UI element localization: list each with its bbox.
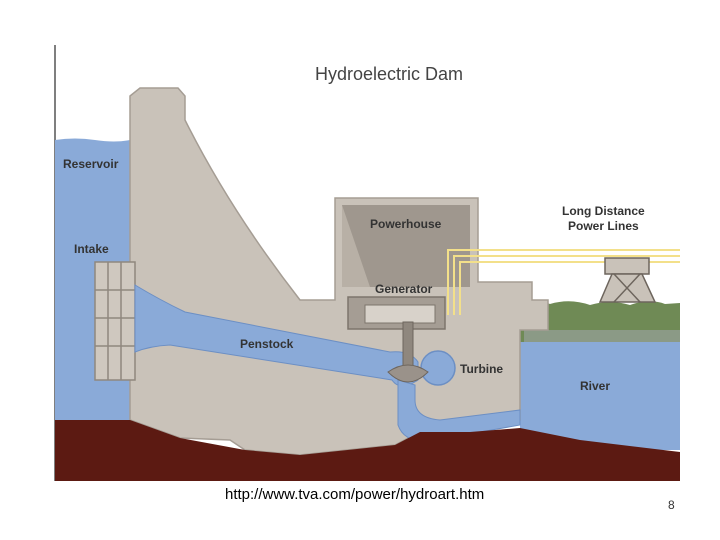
label-river: River bbox=[580, 379, 610, 393]
turbine-chamber bbox=[421, 351, 455, 385]
label-power-lines-line1: Long Distance bbox=[562, 204, 645, 218]
label-generator: Generator bbox=[375, 282, 433, 296]
diagram-title: Hydroelectric Dam bbox=[315, 64, 463, 84]
page-number: 8 bbox=[668, 498, 675, 512]
label-penstock: Penstock bbox=[240, 337, 294, 351]
label-powerhouse: Powerhouse bbox=[370, 217, 442, 231]
label-power-lines-line2: Power Lines bbox=[568, 219, 639, 233]
label-turbine: Turbine bbox=[460, 362, 503, 376]
intake-screen bbox=[95, 262, 135, 380]
riverbank-stones bbox=[524, 330, 680, 342]
label-intake: Intake bbox=[74, 242, 109, 256]
label-reservoir: Reservoir bbox=[63, 157, 119, 171]
turbine-shaft bbox=[403, 322, 413, 370]
generator-rotor bbox=[365, 305, 435, 323]
source-url: http://www.tva.com/power/hydroart.htm bbox=[225, 486, 484, 503]
